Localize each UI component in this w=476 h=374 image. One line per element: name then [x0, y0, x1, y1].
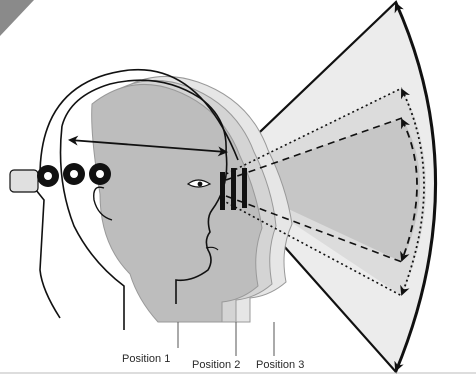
position-2-label: Position 2 [192, 359, 240, 371]
position-1-label: Position 1 [122, 353, 170, 365]
corner-marker-icon [0, 0, 34, 36]
position-3-label: Position 3 [256, 359, 304, 371]
